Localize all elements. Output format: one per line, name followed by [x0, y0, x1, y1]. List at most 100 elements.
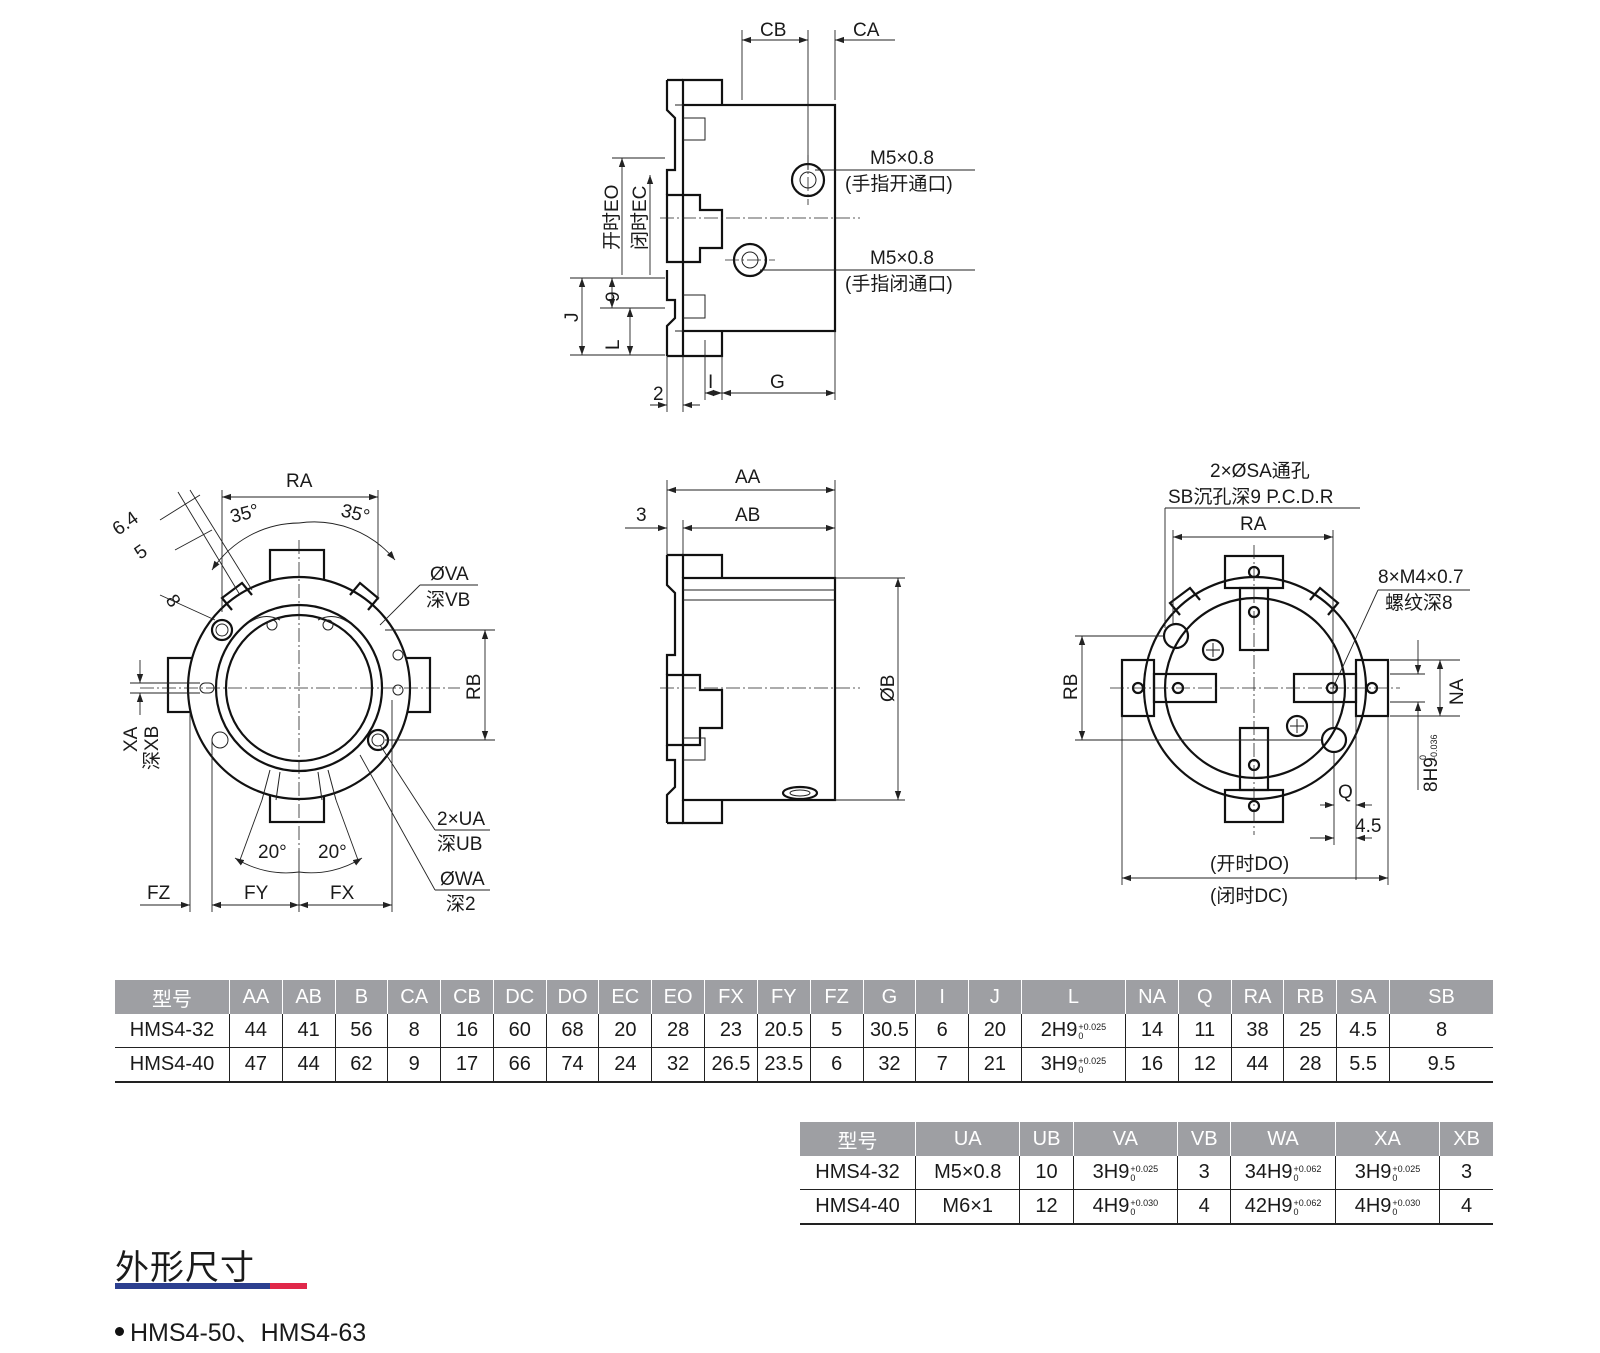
table-cell: 25	[1283, 1014, 1338, 1048]
table-header: RB	[1283, 980, 1338, 1014]
value: 3H9	[1354, 1161, 1392, 1183]
table-row: HMS4-40 47 44 62 9 17 66 74 24 32 26.5 2…	[115, 1047, 1493, 1083]
table-cell: 60	[493, 1014, 547, 1048]
dim-ra: RA	[286, 471, 313, 492]
dim-2: 2	[653, 384, 664, 405]
table-header-row: 型号 UA UB VA VB WA XA XB	[800, 1122, 1493, 1156]
table-cell: 14	[1125, 1014, 1179, 1048]
table-header: WA	[1230, 1122, 1336, 1156]
dim-fx: FX	[330, 883, 355, 904]
table-header: FY	[757, 980, 811, 1014]
table-cell: 9.5	[1389, 1047, 1493, 1083]
table-cell: 24	[598, 1047, 653, 1083]
table-cell: 32	[863, 1047, 917, 1083]
table-cell: 4	[1439, 1189, 1493, 1225]
table-header: EC	[598, 980, 653, 1014]
table-header: RA	[1231, 980, 1285, 1014]
table-cell: 8	[387, 1014, 442, 1048]
dim-vb: 深VB	[426, 589, 470, 611]
table-cell: 5.5	[1336, 1047, 1390, 1083]
table-header: VB	[1177, 1122, 1232, 1156]
angle-20-right: 20°	[318, 842, 347, 863]
table-cell: 26.5	[704, 1047, 758, 1083]
tol-top: +0.062	[1293, 1198, 1322, 1208]
table-cell: 10	[1019, 1156, 1074, 1190]
table-header: AB	[282, 980, 336, 1014]
note-m4: 8×M4×0.7	[1378, 567, 1464, 588]
table-cell: 12	[1019, 1189, 1074, 1225]
table-cell: 62	[335, 1047, 389, 1083]
dim-fy: FY	[244, 883, 269, 904]
title-underline	[115, 1283, 307, 1289]
port-close-thread: M5×0.8	[870, 248, 934, 269]
value: 34H9	[1244, 1161, 1293, 1183]
tol-top: +0.025	[1078, 1022, 1107, 1032]
table-header: B	[335, 980, 389, 1014]
table-header: SA	[1336, 980, 1390, 1014]
table-cell: 20	[598, 1014, 653, 1048]
dim-ra-right: RA	[1240, 514, 1267, 535]
dim-i: I	[708, 372, 713, 393]
table-cell: 20	[968, 1014, 1022, 1048]
dim-l: L	[603, 339, 624, 350]
dim-xb: 深XB	[141, 726, 163, 770]
dim-fz: FZ	[147, 883, 171, 904]
table-header: J	[968, 980, 1022, 1014]
table-cell: M5×0.8	[915, 1156, 1021, 1190]
dim-q: Q	[1338, 782, 1353, 803]
table-cell: 8	[1389, 1014, 1493, 1048]
dim-wa-depth: 深2	[446, 893, 476, 915]
tol-top: +0.030	[1392, 1198, 1421, 1208]
table-cell-model: HMS4-32	[800, 1156, 916, 1190]
table-cell: 4	[1177, 1189, 1232, 1225]
title-underline-red	[270, 1283, 307, 1289]
dim-dc: (闭时DC)	[1210, 885, 1288, 907]
table-header: XB	[1439, 1122, 1493, 1156]
angle-35-right: 35°	[339, 500, 372, 527]
table-header: CB	[440, 980, 494, 1014]
table-cell: 66	[493, 1047, 547, 1083]
dim-ec: 闭时EC	[629, 186, 651, 250]
dim-wa: ØWA	[440, 869, 485, 890]
note-sa: 2×ØSA通孔	[1210, 460, 1310, 482]
spec-table-main: 型号 AA AB B CA CB DC DO EC EO FX FY FZ G …	[115, 980, 1493, 1083]
port-open-thread: M5×0.8	[870, 148, 934, 169]
spec-table-secondary: 型号 UA UB VA VB WA XA XB HMS4-32 M5×0.8 1…	[800, 1122, 1493, 1225]
dim-cb: CB	[760, 20, 786, 41]
table-header: 型号	[115, 980, 231, 1014]
value: 4H9	[1354, 1195, 1392, 1217]
table-cell: M6×1	[915, 1189, 1021, 1225]
table-header: FZ	[810, 980, 864, 1014]
table-cell: 23	[704, 1014, 758, 1048]
table-header: I	[915, 980, 969, 1014]
table-cell: 21	[968, 1047, 1022, 1083]
table-row: HMS4-32 44 41 56 8 16 60 68 20 28 23 20.…	[115, 1014, 1493, 1048]
port-close-label: (手指闭通口)	[845, 273, 953, 295]
tol-top: +0.025	[1078, 1056, 1107, 1066]
dim-eo: 开时EO	[601, 185, 623, 250]
angle-35-left: 35°	[228, 501, 261, 528]
tol-top: +0.025	[1130, 1164, 1159, 1174]
table-cell: 6	[810, 1047, 864, 1083]
note-m4-depth: 螺纹深8	[1385, 592, 1453, 614]
model-list: HMS4-50、HMS4-63	[115, 1313, 366, 1349]
top-view: CB CA M5×0.8 (手指开通口) M5×0.8 (手指闭通口) 开时EO…	[562, 20, 975, 412]
table-cell: 44	[282, 1047, 336, 1083]
table-header: FX	[704, 980, 758, 1014]
dim-8h9: 8H9	[1421, 757, 1442, 792]
value: 2H9	[1040, 1019, 1078, 1041]
table-cell-model: HMS4-40	[115, 1047, 231, 1083]
table-header: UA	[915, 1122, 1021, 1156]
left-view: RA 35° 35° 6.4 5 8 ØVA 深VB RB XA 深XB	[109, 471, 495, 915]
